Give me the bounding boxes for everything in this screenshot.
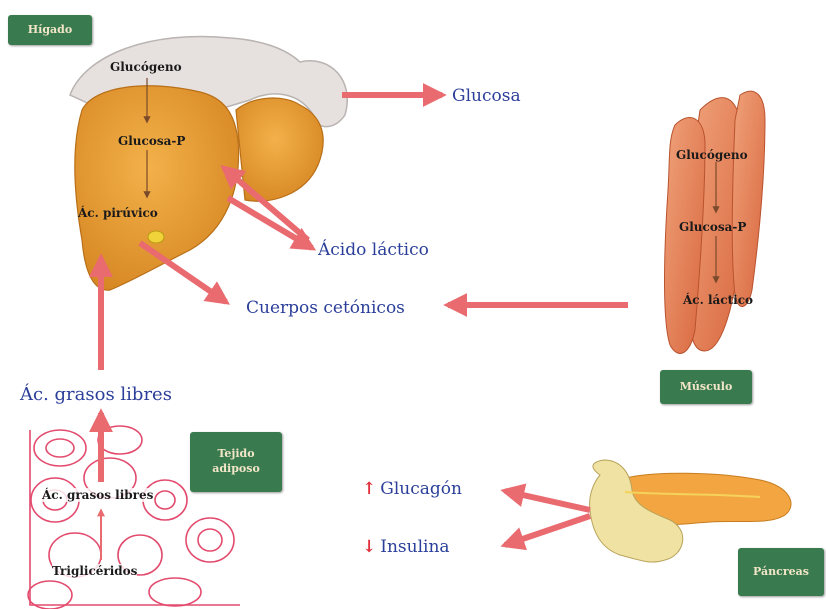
pancreas-shape xyxy=(590,460,791,562)
insulin-label: Insulina xyxy=(380,537,449,557)
badge-adipose: Tejido adiposo xyxy=(190,432,282,492)
glucose-label: Glucosa xyxy=(452,86,521,106)
liver-glucose-p-label: Glucosa-P xyxy=(118,134,185,148)
up-arrow-icon: ↑ xyxy=(362,479,376,499)
adipose-free-fatty-label: Ác. grasos libres xyxy=(42,488,153,502)
arrow-pancreas-to-glucagon xyxy=(505,491,590,510)
muscle-lactic-label: Ác. láctico xyxy=(683,293,753,307)
glucagon-label: Glucagón xyxy=(380,479,462,499)
badge-liver: Hígado xyxy=(8,15,92,45)
insulin-row: ↓Insulina xyxy=(362,537,450,557)
arrow-pancreas-to-insulin xyxy=(505,516,590,545)
muscle-glucose-p-label: Glucosa-P xyxy=(679,220,746,234)
gallbladder-shape xyxy=(148,231,164,243)
free-fatty-acids-label: Ác. grasos libres xyxy=(20,384,172,405)
badge-pancreas: Páncreas xyxy=(738,548,824,596)
liver-pyruvic-label: Ác. pirúvico xyxy=(78,206,158,220)
adipose-triglycerides-label: Triglicéridos xyxy=(52,564,137,578)
ketone-bodies-label: Cuerpos cetónicos xyxy=(246,298,405,318)
glucagon-row: ↑Glucagón xyxy=(362,479,462,499)
liver-glycogen-label: Glucógeno xyxy=(110,60,182,74)
down-arrow-icon: ↓ xyxy=(362,537,376,557)
muscle-glycogen-label: Glucógeno xyxy=(676,148,748,162)
badge-muscle: Músculo xyxy=(660,370,752,404)
lactic-acid-label: Ácido láctico xyxy=(318,240,429,260)
